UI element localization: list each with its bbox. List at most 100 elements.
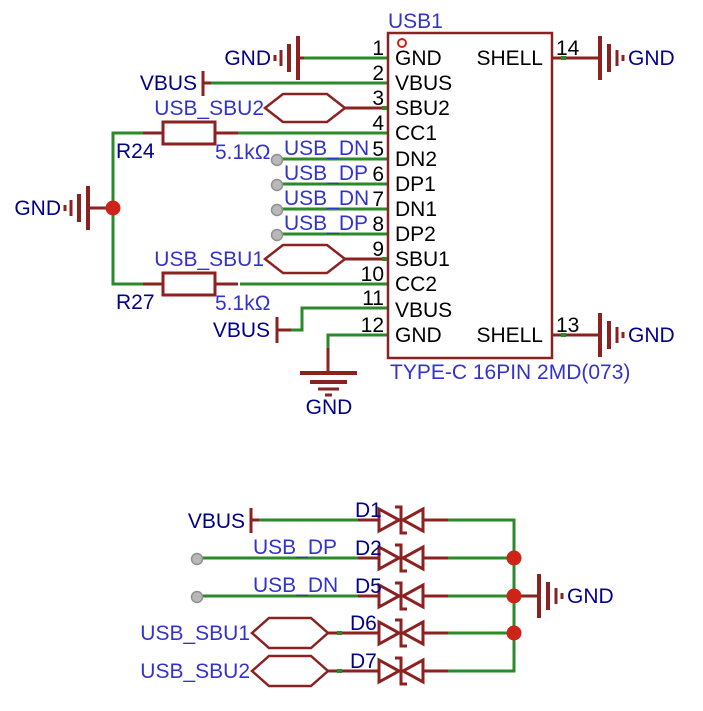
tvs-diode-d1[interactable]: D1 [355,499,448,535]
vbus-label[interactable]: VBUS [213,319,270,342]
ground-symbol-pin1[interactable]: GND [224,36,304,80]
wire-terminal-dot[interactable] [270,178,284,192]
diode-ref[interactable]: D7 [350,650,377,673]
ground-label[interactable]: GND [628,47,675,70]
hexagon-port-shape [262,243,348,275]
ground-symbol-pin13[interactable]: GND [598,313,675,357]
net-label-usb-dn-pin7[interactable]: USB_DN [284,187,369,210]
diode-ref[interactable]: D1 [355,499,382,522]
resistor-ref[interactable]: R24 [116,140,155,163]
diode-triangle [377,506,403,534]
ground-symbol-pin14[interactable]: GND [598,36,675,80]
netport-usb-sbu2-bottom[interactable]: USB_SBU2 [140,654,378,688]
junction-dot [506,550,522,566]
junction-dot [506,625,522,641]
pin14-tick [561,56,566,60]
diode-cathode-bar [395,505,407,535]
pin-name: CC1 [395,122,437,145]
netport-usb-sbu2-top[interactable]: USB_SBU2 [154,92,388,124]
diode-triangle [399,582,425,610]
wire-terminal-dot[interactable] [270,228,284,242]
diode-triangle [377,582,403,610]
connector-body[interactable] [386,31,554,360]
resistor-ref[interactable]: R27 [116,291,155,314]
ground-label[interactable]: GND [224,47,271,70]
pin-number: 13 [556,314,579,337]
pin-name: CC2 [395,273,437,296]
pin-name: SHELL [476,47,543,70]
net-label[interactable]: USB_SBU2 [154,97,264,120]
hexagon-port-shape [262,92,348,124]
vbus-port-d1[interactable]: VBUS [188,508,259,533]
resistor-value[interactable]: 5.1kΩ [215,141,270,164]
pin-number: 4 [372,112,384,135]
net-label[interactable]: USB_SBU1 [154,248,264,271]
resistor-r24[interactable]: R24 5.1kΩ [116,120,270,164]
net-label[interactable]: USB_SBU1 [140,622,250,645]
tvs-diode-d5[interactable]: D5 [355,575,448,611]
pin-number: 2 [372,62,384,85]
net-label-usb-dp-pin8[interactable]: USB_DP [284,212,368,235]
pin-name: DN1 [395,198,437,221]
net-label-usb-dp-pin6[interactable]: USB_DP [284,162,368,185]
diode-cathode-bar [395,581,407,611]
diode-ref[interactable]: D5 [355,575,382,598]
netport-usb-sbu1-top[interactable]: USB_SBU1 [154,243,388,275]
resistor-body[interactable] [161,120,217,146]
pin-number: 11 [362,287,384,310]
wire-terminal-dot[interactable] [190,590,204,604]
wires[interactable] [111,56,516,673]
wire-pin11-vbus[interactable] [290,306,388,332]
pin-number: 7 [372,188,384,211]
pin-name: SBU1 [395,248,450,271]
net-label-usb-dp-d2[interactable]: USB_DP [253,536,337,559]
tvs-diode-d6[interactable]: D6 [350,612,448,648]
net-label-usb-dn-pin5[interactable]: USB_DN [284,137,369,160]
ground-label[interactable]: GND [14,197,61,220]
wire-terminal-dot[interactable] [190,552,204,566]
d7-tick [337,669,342,673]
connector-part-name[interactable]: TYPE-C 16PIN 2MD(073) [390,361,630,384]
wire-pin12-gnd[interactable] [326,333,388,348]
ground-label[interactable]: GND [567,585,614,608]
pin-number: 10 [361,263,384,286]
resistor-value[interactable]: 5.1kΩ [215,292,270,315]
tvs-diode-d7[interactable]: D7 [350,650,448,686]
diode-ref[interactable]: D2 [355,537,382,560]
junction-dot [105,200,121,216]
connector-usb1[interactable]: USB1 TYPE-C 16PIN 2MD(073) 1 2 3 4 5 6 7… [361,10,631,384]
vbus-port-pin11[interactable]: VBUS [213,317,291,343]
junction-dot [506,588,522,604]
hexagon-port-shape [250,616,330,650]
wire-terminal-dot[interactable] [270,203,284,217]
vbus-label[interactable]: VBUS [188,510,245,533]
ground-symbol-left[interactable]: GND [14,186,113,230]
ground-label[interactable]: GND [306,396,353,419]
netport-usb-sbu1-bottom[interactable]: USB_SBU1 [140,616,378,650]
ground-label[interactable]: GND [628,324,675,347]
resistor-body[interactable] [161,271,217,297]
vbus-port-pin2[interactable]: VBUS [140,71,211,96]
pin-name: GND [395,324,442,347]
tvs-diode-d2[interactable]: D2 [355,537,448,573]
pin-number: 12 [361,314,384,337]
wire-terminal-dot[interactable] [270,153,284,167]
pin13-tick [561,333,566,337]
ground-symbol-diodes[interactable]: GND [514,574,614,618]
diode-ref[interactable]: D6 [350,612,377,635]
diode-cathode-bar [395,656,407,686]
resistor-r27[interactable]: R27 5.1kΩ [116,271,270,315]
pin-number: 5 [372,138,384,161]
net-label-usb-dn-d5[interactable]: USB_DN [253,574,338,597]
ground-symbol-pin12[interactable]: GND [300,348,357,419]
pin-number: 1 [372,37,384,60]
pin-name: VBUS [395,299,452,322]
diode-triangle [399,619,425,647]
net-label[interactable]: USB_SBU2 [140,660,250,683]
diode-triangle [399,506,425,534]
vbus-label[interactable]: VBUS [140,72,197,95]
connector-designator[interactable]: USB1 [388,10,443,33]
diode-triangle [377,619,403,647]
pin-number: 14 [556,37,580,60]
